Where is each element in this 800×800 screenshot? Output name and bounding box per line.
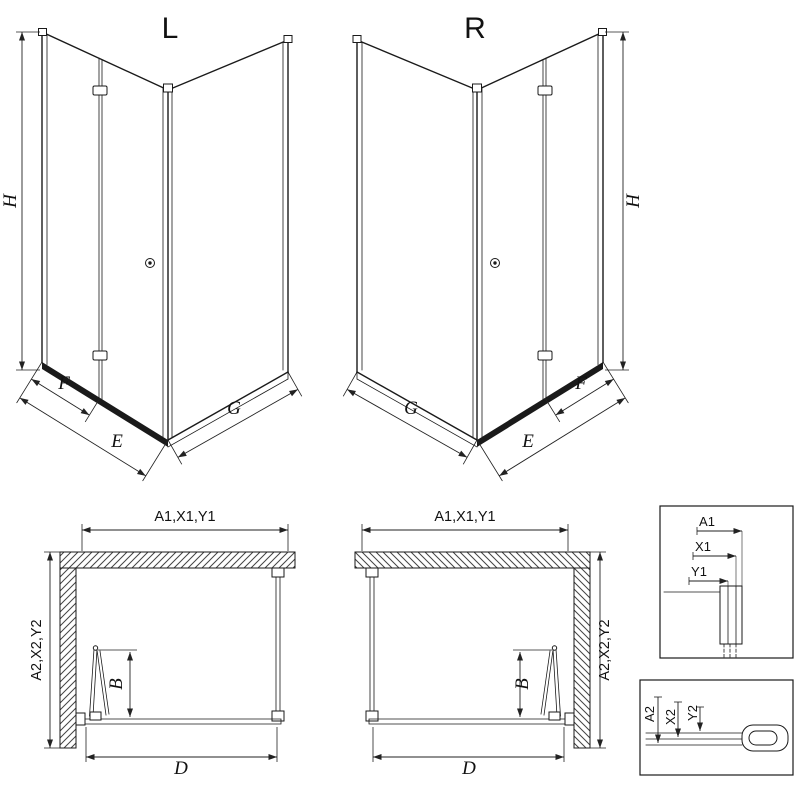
plan-left-fold-label: B <box>106 678 127 690</box>
plan-right-depth-label: A2,X2,Y2 <box>597 619 613 680</box>
dim-label-e-right: E <box>521 431 534 452</box>
detail-bottom-x2-label: X2 <box>663 709 678 725</box>
dim-label-g-right: G <box>404 398 418 419</box>
detail-bottom-a2-label: A2 <box>642 706 657 722</box>
detail-bottom-dimensions <box>654 696 704 743</box>
wall-profile-section <box>719 585 743 645</box>
plan-left-width-label: A1,X1,Y1 <box>154 509 215 525</box>
detail-bottom-y2-label: Y2 <box>685 705 700 721</box>
plan-view-left: A1,X1,Y1 A2,X2,Y2 B D <box>29 509 295 779</box>
dim-label-g-left: G <box>227 398 241 419</box>
detail-top-a1-label: A1 <box>699 514 715 529</box>
profile-inner-lines <box>727 585 737 645</box>
view-right-title: R <box>464 12 486 45</box>
rail-section-lines <box>645 732 743 746</box>
dim-label-f-right: F <box>574 373 587 394</box>
iso-view-left: L H F E G <box>0 12 302 481</box>
dim-label-e-left: E <box>110 431 123 452</box>
tray-edge-inner <box>748 730 778 746</box>
profile-hidden-lines <box>723 643 737 658</box>
detail-top-x1-label: X1 <box>695 539 711 554</box>
plan-view-right: A1,X1,Y1 A2,X2,Y2 B D <box>355 509 613 779</box>
detail-view-wall-profile: A1 X1 Y1 <box>659 505 794 659</box>
plan-right-width-label: A1,X1,Y1 <box>434 509 495 525</box>
plan-left-opening-label: D <box>173 758 188 779</box>
detail-top-y1-label: Y1 <box>691 564 707 579</box>
iso-right-geometry <box>343 29 629 482</box>
detail-view-bottom-profile: A2 X2 Y2 <box>639 679 794 776</box>
dim-label-h-right: H <box>623 193 644 209</box>
plan-left-depth-label: A2,X2,Y2 <box>29 619 45 680</box>
iso-view-right: R H F E G <box>343 12 644 481</box>
view-left-title: L <box>162 12 179 45</box>
detail-top-dimensions <box>688 527 743 586</box>
dim-label-h-left: H <box>0 193 21 209</box>
iso-left-geometry <box>16 29 302 482</box>
dim-label-f-left: F <box>57 373 70 394</box>
plan-left-geometry <box>44 524 295 762</box>
plan-right-fold-label: B <box>512 678 533 690</box>
plan-right-opening-label: D <box>461 758 476 779</box>
plan-right-geometry <box>355 524 606 762</box>
